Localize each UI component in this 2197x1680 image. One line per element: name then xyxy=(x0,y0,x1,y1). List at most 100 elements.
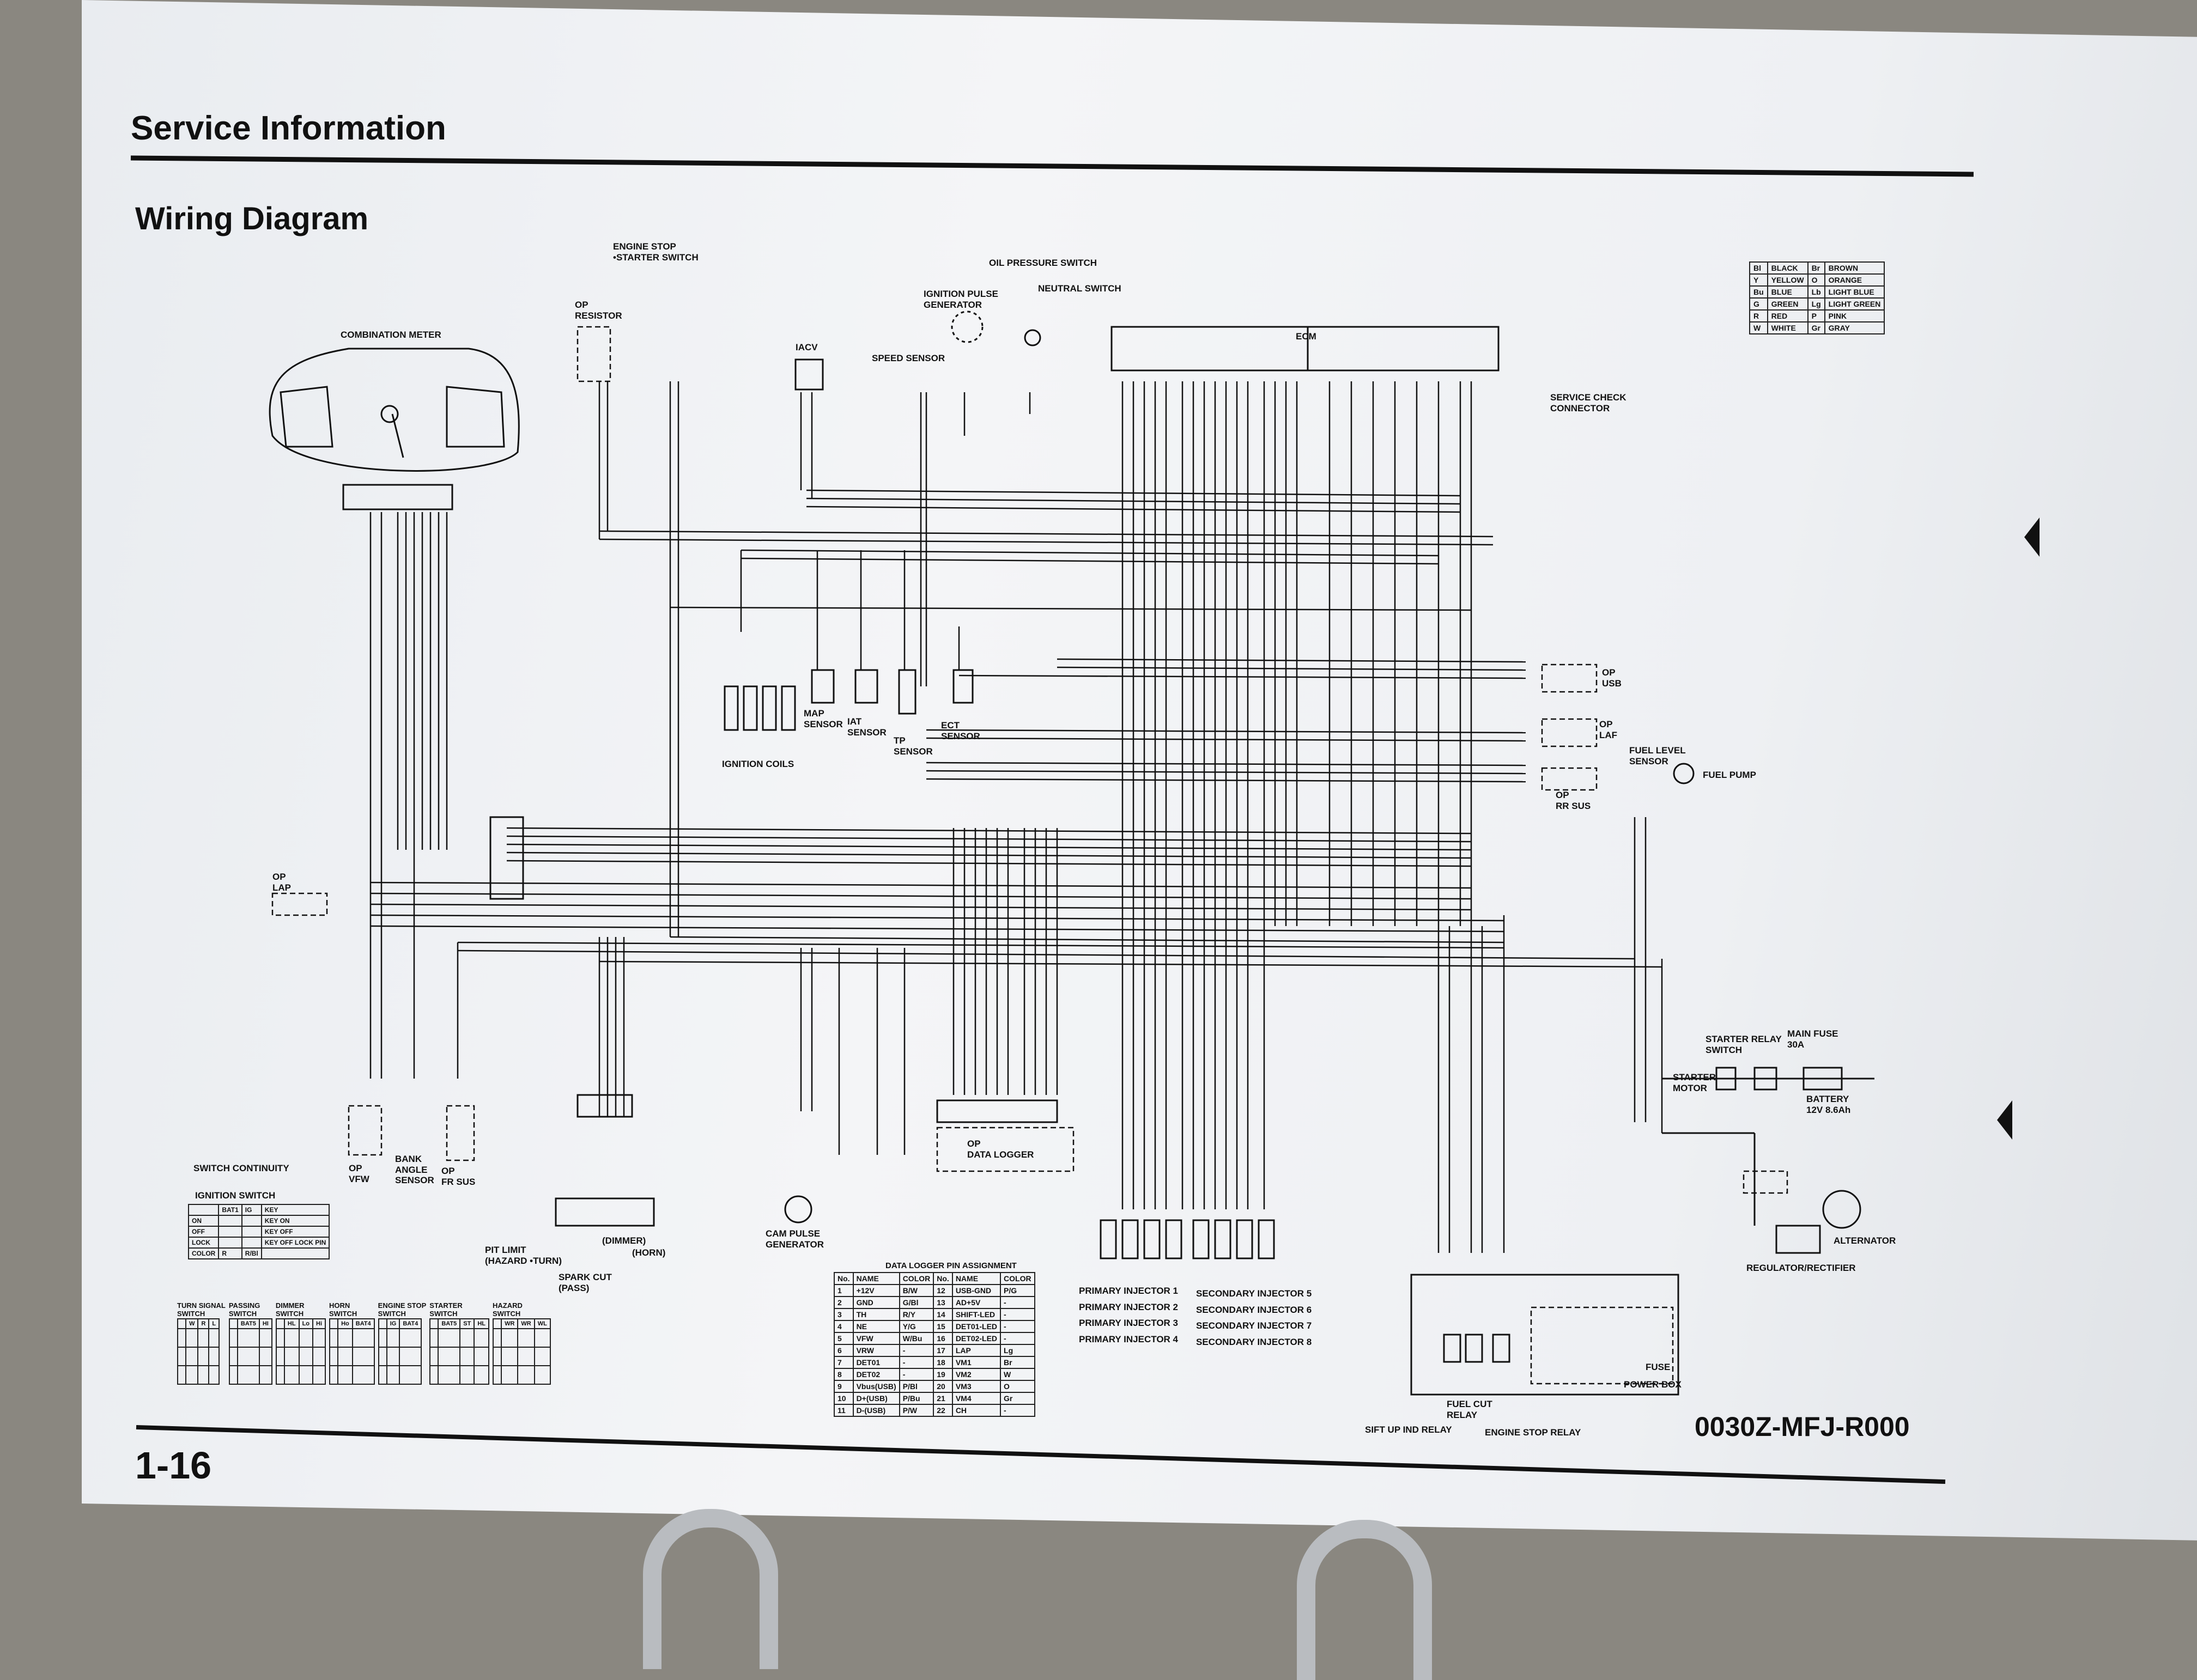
switch-table-cell xyxy=(185,1365,199,1385)
switch-table-cell xyxy=(493,1346,502,1366)
switch-table-cell: HL xyxy=(283,1318,300,1329)
binder-ring-left xyxy=(643,1509,778,1669)
switch-table-cell xyxy=(429,1328,439,1348)
switch-table-cell xyxy=(533,1328,551,1348)
label-battery: BATTERY 12V 8.6Ah xyxy=(1806,1094,1851,1115)
data-logger-cell: B/W xyxy=(899,1284,934,1297)
switch-table-cell xyxy=(378,1365,387,1385)
data-logger-cell: W xyxy=(1000,1368,1035,1381)
switch-table-title: ENGINE STOP SWITCH xyxy=(378,1301,427,1318)
label-fuel-level-sensor: FUEL LEVEL SENSOR xyxy=(1629,745,1686,766)
label-fuel-pump: FUEL PUMP xyxy=(1703,770,1756,780)
switch-table-cell xyxy=(378,1346,387,1366)
ignition-switch-cell: KEY OFF xyxy=(260,1226,330,1238)
ignition-switch-cell xyxy=(241,1215,262,1227)
label-ignition-pulse-generator: IGNITION PULSE GENERATOR xyxy=(924,289,998,310)
switch-table-cell xyxy=(283,1346,300,1366)
switch-table-cell xyxy=(337,1365,353,1385)
switch-table-cell xyxy=(275,1346,285,1366)
switch-table-cell xyxy=(329,1365,339,1385)
ignition-switch-cell: BAT1 xyxy=(218,1204,242,1216)
handlebar-switch-connectors xyxy=(489,816,1058,1227)
switch-table-cell xyxy=(517,1365,535,1385)
label-cam-pulse-generator: CAM PULSE GENERATOR xyxy=(766,1228,824,1250)
switch-table-cell xyxy=(399,1365,422,1385)
optional-connector-boxes xyxy=(271,326,1788,1385)
switch-table-cell xyxy=(197,1346,210,1366)
legend-cell: Bl xyxy=(1749,261,1768,275)
switch-table-cell xyxy=(501,1365,519,1385)
label-op-usb: OP USB xyxy=(1602,667,1622,689)
ignition-switch-cell: KEY OFF LOCK PIN xyxy=(260,1237,330,1249)
label-op-lap: OP LAP xyxy=(272,872,291,893)
switch-table-cell: IG xyxy=(386,1318,400,1329)
switch-table-cell xyxy=(459,1365,475,1385)
switch-table-title: HORN SWITCH xyxy=(329,1301,357,1318)
switch-table-cell: BAT4 xyxy=(351,1318,375,1329)
legend-cell: Y xyxy=(1749,273,1768,287)
switch-table-cell: BAT4 xyxy=(399,1318,422,1329)
label-combination-meter: COMBINATION METER xyxy=(341,330,441,340)
switch-table-cell xyxy=(493,1365,502,1385)
legend-cell: Br xyxy=(1807,261,1825,275)
data-logger-cell: DET01 xyxy=(852,1356,900,1369)
switch-table-cell xyxy=(459,1346,475,1366)
switch-table-cell xyxy=(228,1328,238,1348)
data-logger-cell: 3 xyxy=(834,1308,854,1321)
ignition-switch-cell xyxy=(218,1237,242,1249)
data-logger-cell: 8 xyxy=(834,1368,854,1381)
switch-table-cell xyxy=(378,1328,387,1348)
data-logger-cell: 12 xyxy=(933,1284,953,1297)
label-starter-relay-switch: STARTER RELAY SWITCH xyxy=(1706,1034,1782,1055)
data-logger-cell: 15 xyxy=(933,1320,953,1333)
switch-table-cell xyxy=(177,1365,187,1385)
ignition-switch-title: IGNITION SWITCH xyxy=(195,1190,276,1201)
switch-table-cell xyxy=(208,1328,220,1348)
label-fuse: FUSE xyxy=(1646,1362,1671,1372)
switch-table-cell xyxy=(459,1328,475,1348)
binder-notch-bottom xyxy=(1997,1100,2012,1140)
switch-table-title: HAZARD SWITCH xyxy=(493,1301,523,1318)
combination-meter-graphic xyxy=(269,348,520,510)
data-logger-cell: SHIFT-LED xyxy=(951,1308,1002,1321)
switch-table-cell xyxy=(329,1328,339,1348)
data-logger-cell: NE xyxy=(852,1320,900,1333)
switch-table-cell xyxy=(312,1365,326,1385)
ignition-coil-symbols xyxy=(724,685,796,731)
switch-table-cell: WR xyxy=(501,1318,519,1329)
legend-cell: Bu xyxy=(1749,285,1768,299)
switch-table-cell xyxy=(275,1365,285,1385)
switch-table-title: DIMMER SWITCH xyxy=(275,1301,305,1318)
switch-table-cell: R xyxy=(197,1318,210,1329)
switch-table-cell xyxy=(386,1365,400,1385)
switch-table-cell: HI xyxy=(258,1318,272,1329)
data-logger-cell: - xyxy=(899,1368,934,1381)
legend-cell: BLUE xyxy=(1767,285,1808,299)
switch-table-cell xyxy=(438,1328,461,1348)
label-secondary-injector-6: SECONDARY INJECTOR 6 xyxy=(1196,1304,1312,1315)
switch-table-cell xyxy=(493,1328,502,1348)
switch-table-cell xyxy=(474,1346,490,1366)
page-number: 1-16 xyxy=(135,1444,212,1487)
label-iat-sensor: IAT SENSOR xyxy=(847,716,887,738)
ignition-switch-cell xyxy=(241,1226,262,1238)
label-neutral-switch: NEUTRAL SWITCH xyxy=(1038,283,1121,294)
data-logger-cell: - xyxy=(1000,1320,1035,1333)
legend-cell: GREEN xyxy=(1767,297,1808,311)
label-iacv: IACV xyxy=(796,342,818,352)
legend-cell: O xyxy=(1807,273,1825,287)
label-fuel-cut-relay: FUEL CUT RELAY xyxy=(1447,1399,1492,1420)
data-logger-cell: - xyxy=(899,1356,934,1369)
switch-table-cell xyxy=(236,1346,260,1366)
data-logger-cell: 13 xyxy=(933,1296,953,1309)
data-logger-cell: P/Bu xyxy=(899,1392,934,1405)
